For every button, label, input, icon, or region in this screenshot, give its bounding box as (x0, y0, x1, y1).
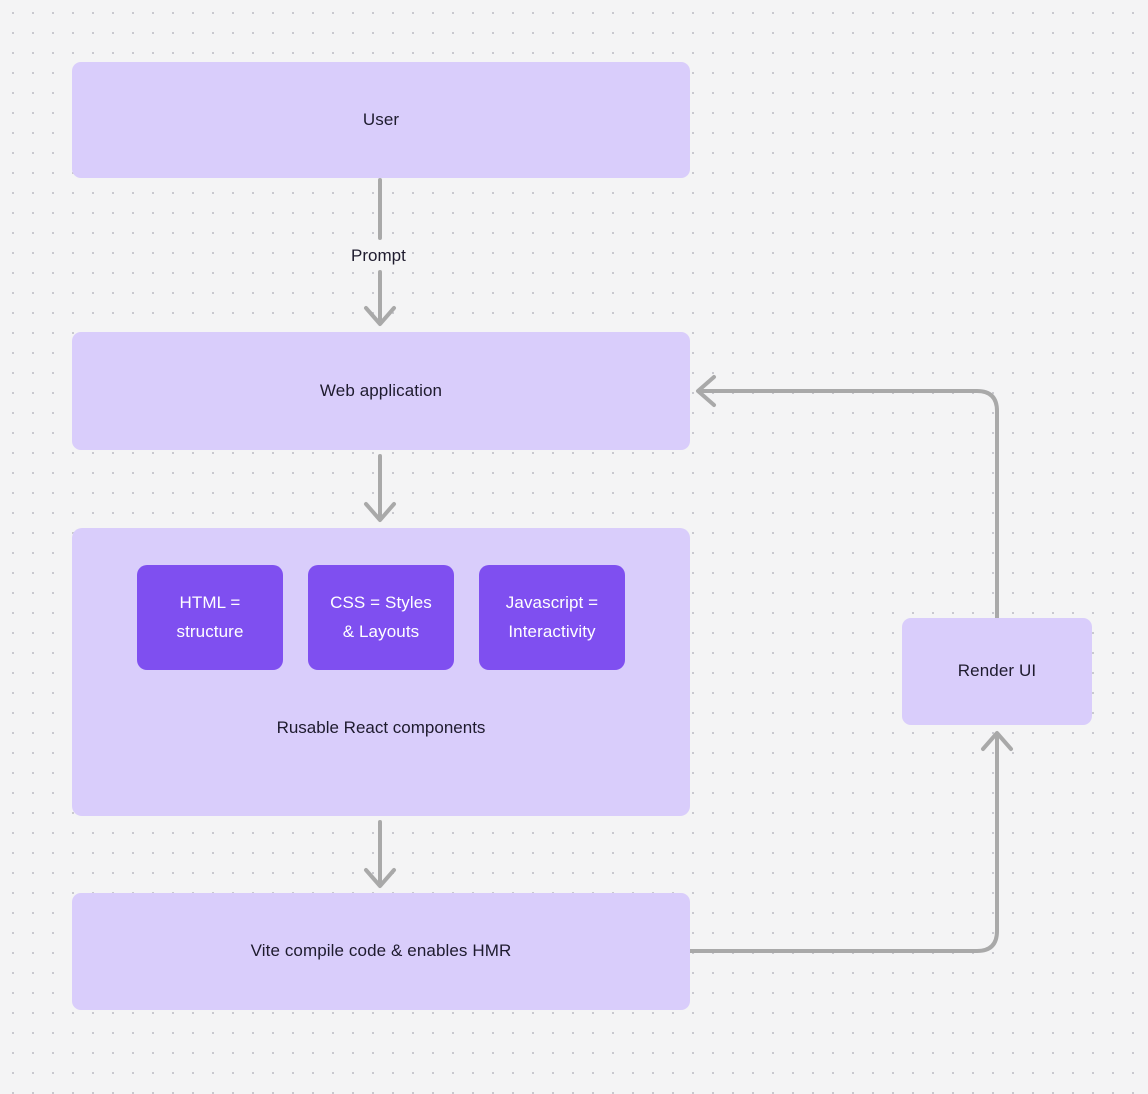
arrowhead-down-icon (364, 306, 396, 326)
chip-row: HTML = structure CSS = Styles & Layouts … (137, 565, 625, 670)
chip-javascript-line1: Javascript = (505, 592, 599, 612)
chip-javascript[interactable]: Javascript = Interactivity (479, 565, 625, 670)
node-vite[interactable]: Vite compile code & enables HMR (72, 893, 690, 1010)
node-web-application[interactable]: Web application (72, 332, 690, 450)
edge-render-to-webapp (696, 375, 999, 620)
edge-webapp-to-react (364, 454, 396, 522)
node-vite-label: Vite compile code & enables HMR (250, 941, 512, 961)
react-group-caption: Rusable React components (276, 718, 486, 737)
chip-html[interactable]: HTML = structure (137, 565, 283, 670)
edge-line (698, 389, 999, 620)
arrowhead-up-icon (981, 731, 1013, 751)
chip-html-line2: structure (176, 621, 244, 641)
chip-css-line1: CSS = Styles (330, 592, 432, 612)
node-render-ui-label: Render UI (957, 661, 1037, 681)
chip-css[interactable]: CSS = Styles & Layouts (308, 565, 454, 670)
chip-css-line2: & Layouts (342, 621, 420, 641)
node-user[interactable]: User (72, 62, 690, 178)
edge-react-to-vite (364, 820, 396, 888)
node-user-label: User (362, 109, 400, 129)
edge-line (688, 733, 999, 953)
arrowhead-left-icon (696, 375, 716, 407)
arrowhead-down-icon (364, 868, 396, 888)
chip-javascript-label: Javascript = Interactivity (506, 589, 598, 647)
node-render-ui[interactable]: Render UI (902, 618, 1092, 725)
chip-css-label: CSS = Styles & Layouts (330, 589, 432, 647)
chip-javascript-line2: Interactivity (508, 621, 596, 641)
edge-vite-to-render (688, 731, 1013, 953)
chip-html-line1: HTML = (179, 592, 241, 612)
edge-label-prompt: Prompt (345, 246, 412, 266)
node-web-application-label: Web application (319, 380, 443, 400)
arrowhead-down-icon (364, 502, 396, 522)
chip-html-label: HTML = structure (176, 589, 243, 647)
node-react-components-group[interactable]: HTML = structure CSS = Styles & Layouts … (72, 528, 690, 816)
